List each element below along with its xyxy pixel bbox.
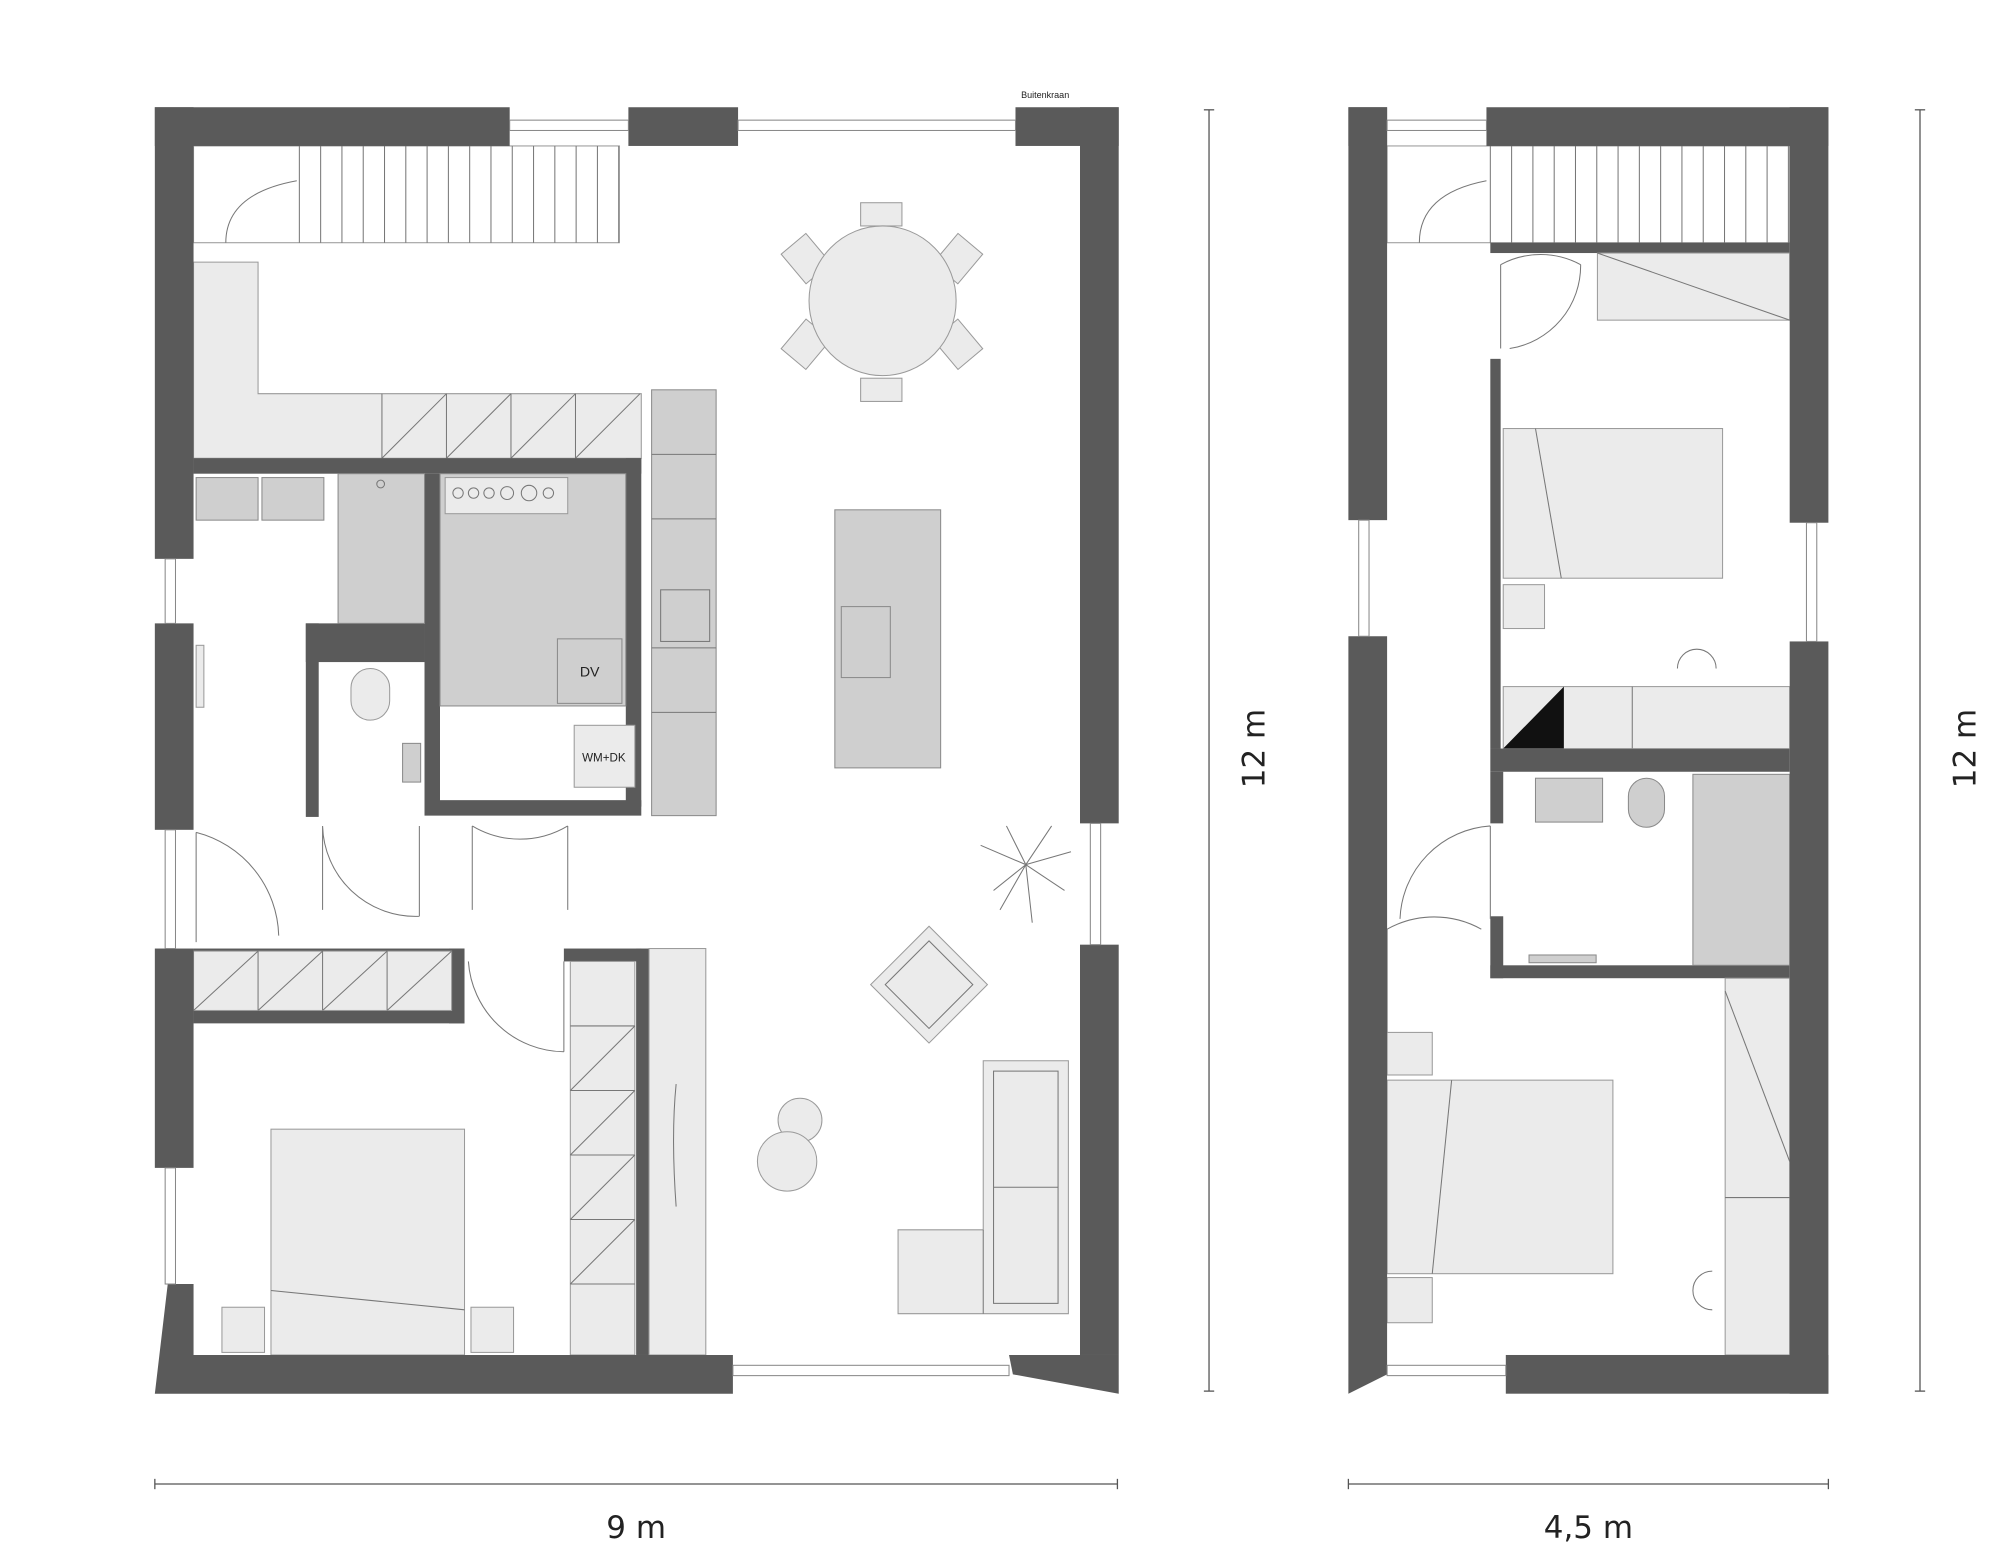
outdoor-tap-label: Buitenkraan [1021,90,1069,100]
bed [1502,428,1724,579]
exterior-walls [1348,107,1829,1394]
ground-width-label: 9 m [606,1510,666,1546]
ground-floor-plan: DV WM+DK [154,90,1119,1394]
ground-height-label: 12 m [1237,709,1273,788]
staircase [193,145,620,244]
plant-icon [980,825,1072,923]
upper-floor-plan [1348,107,1829,1394]
exterior-walls [154,107,1119,1394]
bed [270,1128,466,1356]
dishwasher-label: DV [580,664,600,680]
dimension-lines: 12 m 12 m 9 m 4,5 m [154,109,1983,1546]
windows [164,119,1102,1377]
tall-cabinets [651,389,717,817]
upper-height-label: 12 m [1947,709,1983,788]
kitchen-counter [193,261,642,459]
staircase [1386,145,1791,244]
armchair [869,925,989,1044]
washer-dryer-label: WM+DK [582,751,626,764]
dining-table [780,202,984,402]
doors [195,825,569,1053]
kitchen-cabinet-doors [381,393,641,459]
upper-width-label: 4,5 m [1544,1510,1633,1546]
bed [1386,1079,1614,1275]
interior-walls [1490,242,1790,979]
windows [1358,119,1818,1377]
